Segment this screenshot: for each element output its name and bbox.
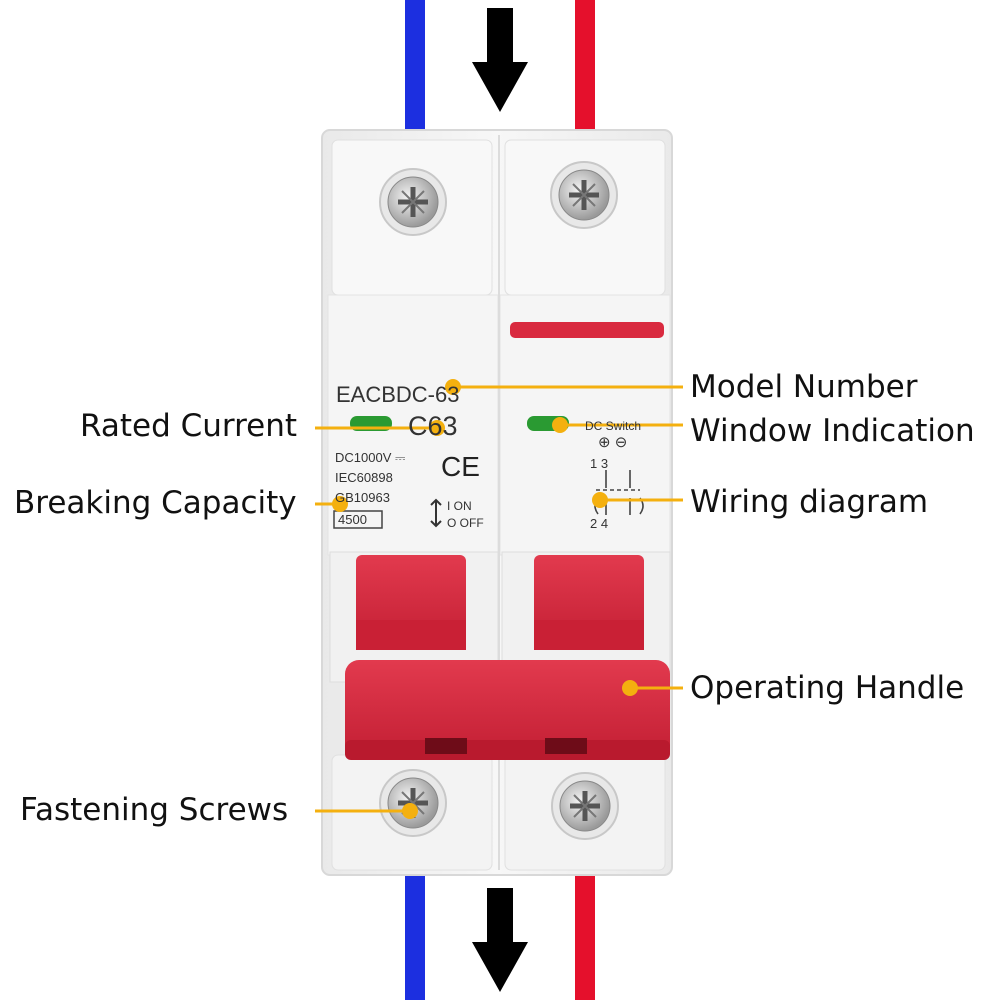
callout-fastening-screws: Fastening Screws (20, 792, 289, 828)
gb-standard-text: GB10963 (335, 490, 390, 505)
iec-standard-text: IEC60898 (335, 470, 393, 485)
top-screw-left-icon (379, 168, 447, 236)
callout-wiring-diagram: Wiring diagram (690, 484, 929, 520)
bottom-screw-left-icon (379, 769, 447, 837)
top-screw-right-icon (550, 161, 618, 229)
dc-switch-label: DC Switch (585, 419, 642, 433)
polarity-symbols: ⊕ ⊖ (598, 434, 628, 451)
current-flow-arrow-top-icon (472, 8, 528, 112)
callout-operating-handle: Operating Handle (690, 670, 965, 706)
off-label: O OFF (447, 516, 484, 530)
leader-dots (332, 379, 638, 819)
positive-wire-bottom (402, 865, 428, 1000)
callout-breaking-capacity: Breaking Capacity (14, 485, 297, 521)
current-flow-arrow-bottom-icon (472, 888, 528, 992)
negative-wire-bottom (572, 865, 598, 1000)
callout-window-indication: Window Indication (690, 413, 975, 449)
terminal-numbers-top: 1 3 (590, 456, 609, 471)
operating-handle (345, 660, 670, 760)
model-text: EACBDC-63 (336, 382, 460, 407)
ce-mark: CE (441, 451, 480, 482)
negative-wire-top (572, 0, 598, 140)
on-label: I ON (447, 499, 472, 513)
voltage-text: DC1000V ⎓ (335, 450, 406, 465)
bottom-screw-right-icon (551, 772, 619, 840)
status-bar (510, 322, 664, 338)
leader-lines (315, 385, 683, 813)
rating-text: C63 (408, 411, 458, 441)
terminal-numbers-bottom: 2 4 (590, 516, 609, 531)
callout-rated-current: Rated Current (80, 408, 298, 444)
positive-wire-top (402, 0, 428, 140)
breaking-capacity-value: 4500 (338, 512, 367, 527)
callout-model-number: Model Number (690, 369, 918, 405)
